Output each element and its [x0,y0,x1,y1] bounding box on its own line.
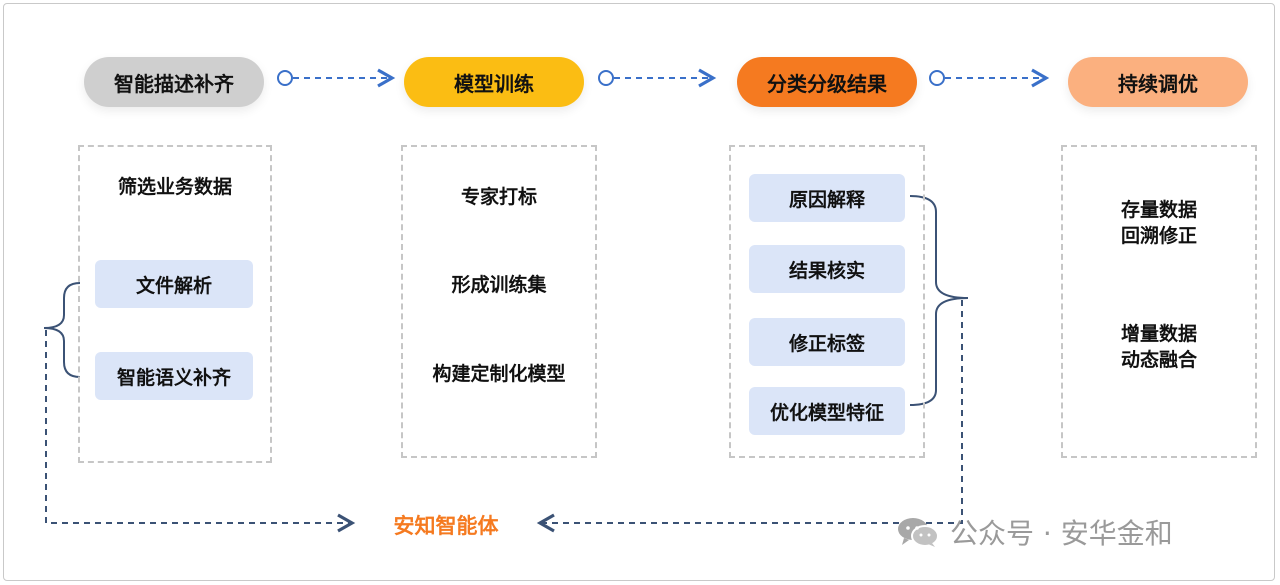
column-2-box [401,145,597,458]
stage-pill-2: 模型训练 [404,57,584,107]
col3-chip-fix-label: 修正标签 [749,318,905,366]
col3-chip-reason: 原因解释 [749,174,905,222]
return-line-right [536,300,963,533]
col3-chip-optimize: 优化模型特征 [749,387,905,435]
right-bracket [909,195,969,406]
connector-2 [598,68,717,88]
col3-chip-verify: 结果核实 [749,245,905,293]
col4-block1-line2: 回溯修正 [1120,225,1197,247]
col1-text-filter: 筛选业务数据 [117,176,232,198]
col4-block2-line1: 增量数据 [1120,323,1197,345]
center-agent-label: 安知智能体 [393,514,499,538]
col1-chip-semantic: 智能语义补齐 [95,352,253,400]
col4-block2-line2: 动态融合 [1120,349,1197,371]
watermark-text: 公众号 · 安华金和 [950,517,1173,550]
stage-pill-3: 分类分级结果 [737,57,917,107]
wechat-icon [898,518,939,547]
watermark: 公众号 · 安华金和 [896,512,1173,552]
col2-item-training-set: 形成训练集 [451,274,547,296]
stage-pill-1: 智能描述补齐 [84,57,264,107]
stage-pill-4: 持续调优 [1068,57,1248,107]
col4-block1-line1: 存量数据 [1120,199,1197,221]
column-4-box [1061,145,1257,458]
connector-3 [929,68,1050,88]
diagram-frame [3,3,1275,581]
column-3-box [729,145,925,458]
col1-chip-file-parse: 文件解析 [95,260,253,308]
col2-item-expert-label: 专家打标 [460,186,537,208]
column-1-box [78,145,272,463]
left-bracket [43,282,81,378]
connector-1 [277,68,396,88]
col2-item-custom-model: 构建定制化模型 [432,363,566,385]
return-line-left [45,330,356,533]
